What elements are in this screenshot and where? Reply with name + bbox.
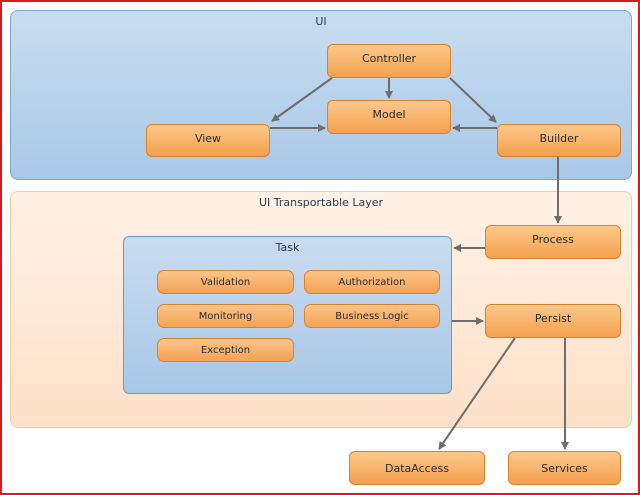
arrow-persist-to-dataaccess	[438, 337, 516, 450]
data-access-node: DataAccess	[349, 451, 485, 485]
task-authorization: Authorization	[304, 270, 440, 294]
task-business-logic: Business Logic	[304, 304, 440, 328]
process-node: Process	[485, 225, 621, 259]
services-node: Services	[508, 451, 621, 485]
view-node: View	[146, 124, 270, 157]
model-node: Model	[327, 100, 451, 134]
task-exception: Exception	[157, 338, 294, 362]
controller-node: Controller	[327, 44, 451, 78]
arrow-controller-to-view	[271, 77, 333, 122]
task-validation: Validation	[157, 270, 294, 294]
arrow-controller-to-builder	[449, 77, 497, 123]
builder-node: Builder	[497, 124, 621, 157]
transportable-layer-title: UI Transportable Layer	[258, 196, 384, 209]
ui-group-title: UI	[315, 15, 327, 28]
persist-node: Persist	[485, 304, 621, 338]
task-monitoring: Monitoring	[157, 304, 294, 328]
task-group-title: Task	[275, 241, 300, 254]
